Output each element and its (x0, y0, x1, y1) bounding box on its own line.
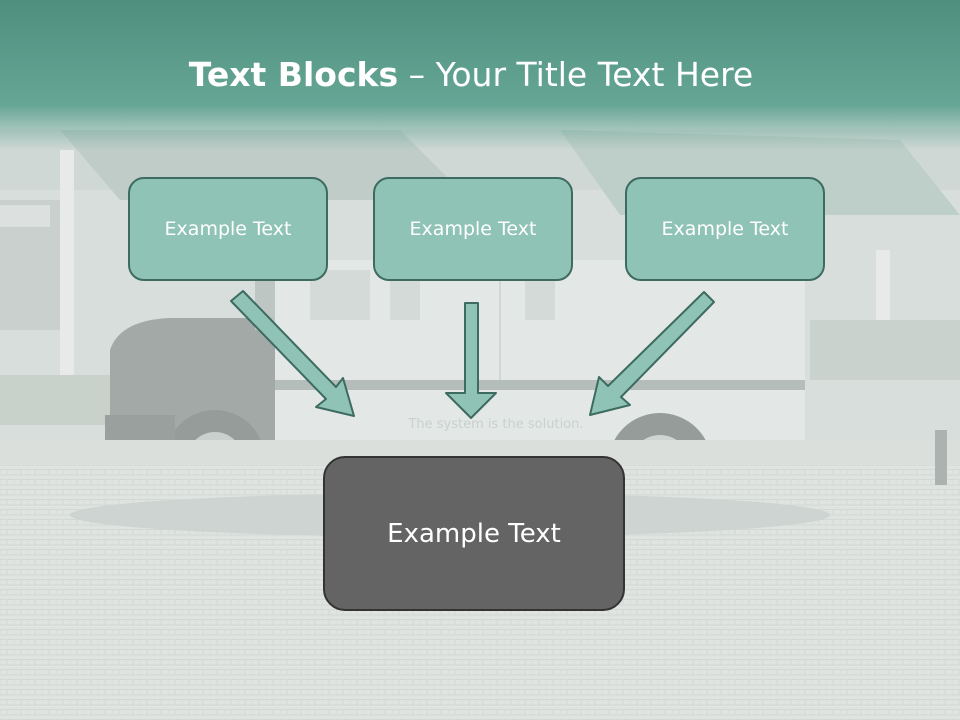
text-block-3-label: Example Text (661, 218, 789, 240)
text-block-2[interactable]: Example Text (373, 177, 573, 281)
text-block-2-label: Example Text (409, 218, 537, 240)
slide-title: Text Blocks – Your Title Text Here (0, 52, 942, 98)
title-light: Your Title Text Here (435, 55, 754, 94)
text-block-1[interactable]: Example Text (128, 177, 328, 281)
text-block-3[interactable]: Example Text (625, 177, 825, 281)
title-bold: Text Blocks (188, 55, 399, 94)
text-block-1-label: Example Text (164, 218, 292, 240)
background-caption: The system is the solution. (407, 417, 583, 432)
result-block[interactable]: Example Text (323, 456, 625, 611)
title-band (0, 0, 960, 150)
result-block-label: Example Text (387, 518, 561, 549)
title-separator: – (398, 55, 436, 94)
